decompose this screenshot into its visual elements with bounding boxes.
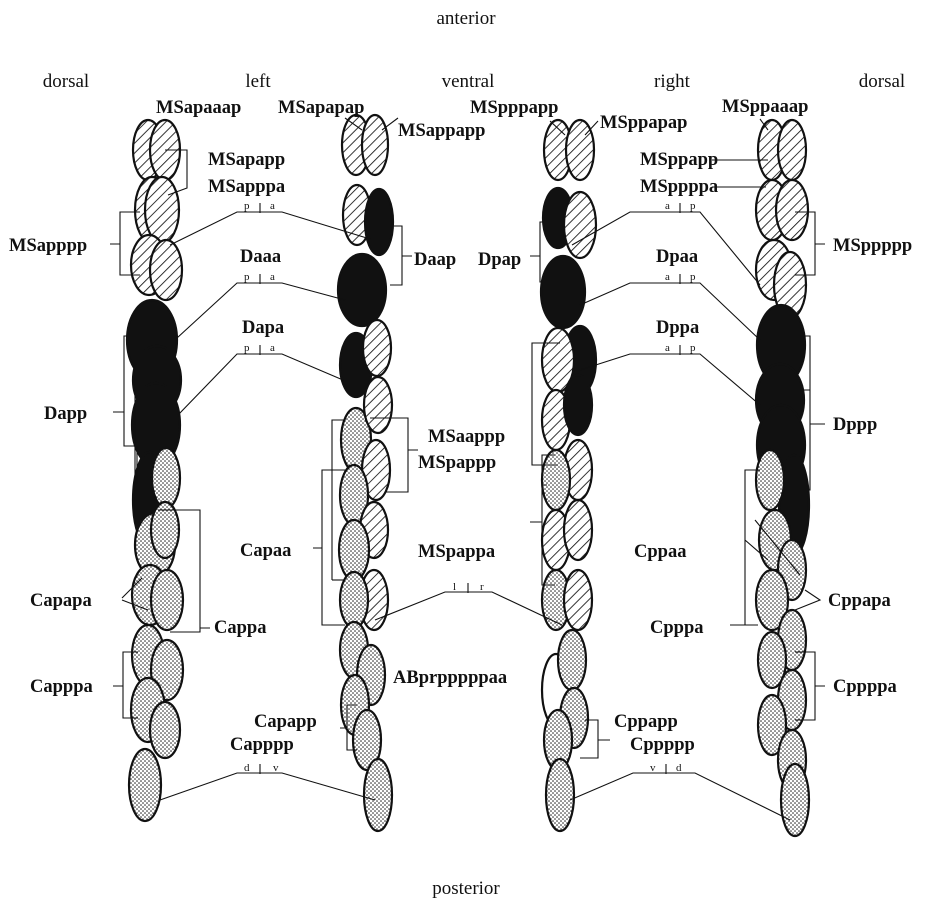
- axis-letter-d-2: d: [676, 762, 682, 774]
- axis-letter-r: r: [480, 581, 484, 593]
- label-capapa: Capapa: [30, 591, 92, 611]
- orientation-dorsal-right: dorsal: [859, 71, 905, 92]
- col4-cell-4: [776, 180, 808, 240]
- label-capppa: Capppa: [30, 677, 93, 697]
- label-cppapp: Cppapp: [614, 712, 678, 732]
- orientation-ventral: ventral: [442, 71, 495, 92]
- axis-letter-p-1: p: [244, 200, 250, 212]
- label-dpap: Dpap: [478, 250, 521, 270]
- label-dapp: Dapp: [44, 404, 87, 424]
- col4-cell-2: [778, 120, 806, 180]
- col1-cell-11: [152, 448, 180, 508]
- col2-cell-20: [364, 759, 392, 831]
- label-capppp: Capppp: [230, 735, 294, 755]
- axis-letter-v-2: v: [650, 762, 656, 774]
- label-dppa: Dppa: [656, 318, 699, 338]
- axis-letter-a-5: a: [665, 271, 670, 283]
- axis-letter-d: d: [244, 762, 250, 774]
- label-msappapp: MSappapp: [398, 121, 485, 141]
- axis-letter-a-6: a: [665, 342, 670, 354]
- axis-letter-a-4: a: [665, 200, 670, 212]
- label-dppp: Dppp: [833, 415, 877, 435]
- axis-letter-p-2: p: [244, 271, 250, 283]
- col3-cell-9: [564, 375, 592, 435]
- label-msaappp: MSaappp: [428, 427, 505, 447]
- label-cppaa: Cppaa: [634, 542, 686, 562]
- label-msppaaap: MSppaaap: [722, 97, 808, 117]
- axis-letter-a-3: a: [270, 342, 275, 354]
- col3-cell-11: [542, 450, 570, 510]
- cell-columns: [127, 115, 809, 836]
- label-cppapa: Cppapa: [828, 591, 891, 611]
- col2-cell-7: [363, 320, 391, 376]
- col3-cell-4: [564, 192, 596, 258]
- col4-cell-20: [781, 764, 809, 836]
- axis-letter-p-4: p: [690, 200, 696, 212]
- col3-cell-17: [558, 630, 586, 690]
- axis-letter-a-1: a: [270, 200, 275, 212]
- label-cpppa: Cpppa: [650, 618, 703, 638]
- axis-letter-p-5: p: [690, 271, 696, 283]
- label-dpaa: Dpaa: [656, 247, 698, 267]
- col1-cell-6: [150, 240, 182, 300]
- label-msapppp: MSapppp: [9, 236, 87, 256]
- label-daap: Daap: [414, 250, 456, 270]
- cell-column-col2: [338, 115, 393, 831]
- col2-cell-4: [365, 189, 393, 255]
- axis-letter-p-6: p: [690, 342, 696, 354]
- col3-cell-20: [546, 759, 574, 831]
- label-msppppp: MSppppp: [833, 236, 912, 256]
- col3-cell-2: [566, 120, 594, 180]
- label-cppppa: Cppppa: [833, 677, 897, 697]
- col1-cell-19: [150, 702, 180, 758]
- col2-cell-5: [338, 254, 386, 326]
- col2-cell-9: [364, 377, 392, 433]
- col4-cell-11: [756, 450, 784, 510]
- label-msapapp: MSapapp: [208, 150, 285, 170]
- label-cappa: Cappa: [214, 618, 266, 638]
- cell-column-col4: [756, 120, 809, 836]
- axis-letter-a-2: a: [270, 271, 275, 283]
- col1-cell-4: [145, 177, 179, 243]
- orientation-posterior: posterior: [432, 878, 500, 899]
- label-msppapp: MSppapp: [640, 150, 718, 170]
- label-daaa: Daaa: [240, 247, 281, 267]
- label-abprpppppaa: ABprpppppaa: [393, 668, 507, 688]
- col2-cell-2: [362, 115, 388, 175]
- label-msapppa: MSapppa: [208, 177, 285, 197]
- orientation-right: right: [654, 71, 691, 92]
- axis-letter-p-3: p: [244, 342, 250, 354]
- axis-letter-v: v: [273, 762, 279, 774]
- col3-cell-5: [541, 256, 585, 328]
- col1-cell-20: [129, 749, 161, 821]
- label-capapp: Capapp: [254, 712, 317, 732]
- label-dapa: Dapa: [242, 318, 284, 338]
- col1-cell-15: [151, 570, 183, 630]
- label-msppapap: MSppapap: [600, 113, 687, 133]
- col3-cell-13: [564, 500, 592, 560]
- orientation-dorsal-left: dorsal: [43, 71, 89, 92]
- label-msapaaap: MSapaaap: [156, 98, 241, 118]
- orientation-left: left: [245, 71, 271, 92]
- label-msppppa: MSppppa: [640, 177, 718, 197]
- label-mspappa: MSpappa: [418, 542, 495, 562]
- orientation-anterior: anterior: [436, 8, 496, 29]
- label-capaa: Capaa: [240, 541, 291, 561]
- label-mspppapp: MSpppapp: [470, 98, 558, 118]
- col3-cell-15: [564, 570, 592, 630]
- label-cppppp: Cppppp: [630, 735, 695, 755]
- cell-column-col3: [541, 120, 596, 831]
- label-msapapap: MSapapap: [278, 98, 364, 118]
- label-mspappp: MSpappp: [418, 453, 496, 473]
- axis-letter-l: l: [453, 581, 456, 593]
